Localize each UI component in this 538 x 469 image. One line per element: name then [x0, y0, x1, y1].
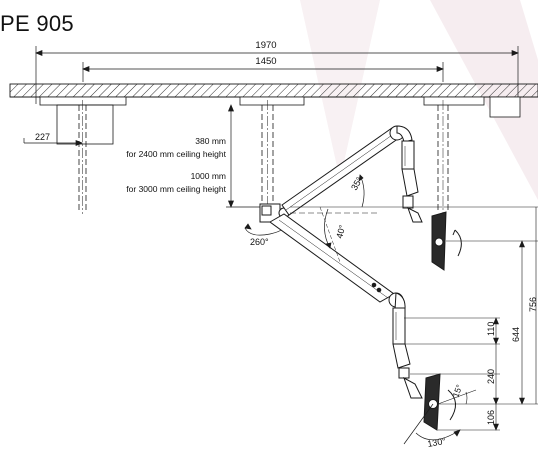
dimension-240	[493, 344, 499, 405]
note-380-desc: for 2400 mm ceiling height	[126, 149, 226, 159]
angle-40-arc	[319, 206, 341, 263]
dimension-106	[493, 404, 499, 431]
angle-15-arc	[437, 389, 477, 405]
dim-240-label: 240	[486, 369, 496, 384]
dim-227-label: 227	[35, 132, 50, 142]
angle-15-label: 15°	[450, 383, 464, 399]
dim-756-label: 756	[528, 297, 538, 312]
height-dimension-line	[226, 104, 262, 208]
column-left	[78, 100, 87, 214]
note-380-value: 380 mm	[195, 136, 226, 146]
upper-drop-tube	[401, 140, 423, 223]
dim-644-label: 644	[511, 327, 521, 342]
column-center	[261, 100, 274, 208]
angle-40-label: 40°	[334, 223, 347, 239]
note-1000-value: 1000 mm	[191, 171, 226, 181]
mounting-bracket-right	[423, 96, 521, 118]
dimension-227	[23, 138, 83, 147]
monitor-head-lower	[423, 373, 456, 431]
lower-arm	[269, 213, 406, 311]
mounting-bracket-center	[239, 96, 305, 106]
rotation-130-label: 130°	[427, 436, 447, 449]
monitor-head-upper	[431, 211, 462, 271]
mounting-bracket-left	[39, 96, 127, 145]
dimension-1450	[82, 62, 444, 82]
product-title: PE 905	[0, 11, 74, 36]
dimension-644	[519, 240, 525, 405]
rotation-130-arc	[403, 403, 461, 445]
angle-35-arc	[358, 174, 365, 208]
rotation-260-label: 260°	[250, 237, 269, 247]
dimension-110	[493, 317, 499, 345]
dimension-1970	[35, 46, 519, 104]
ceiling-beam	[9, 83, 538, 98]
dim-1970-label: 1970	[255, 40, 276, 51]
dim-1450-label: 1450	[255, 56, 276, 67]
dim-106-label: 106	[486, 410, 496, 425]
upper-arm	[259, 125, 413, 223]
reference-lines-lower	[404, 317, 538, 431]
lower-drop-tube	[392, 307, 423, 399]
column-right	[437, 100, 449, 215]
dim-110-label: 110	[486, 322, 496, 336]
note-1000-desc: for 3000 mm ceiling height	[126, 184, 226, 194]
reference-lines-upper	[290, 206, 538, 242]
